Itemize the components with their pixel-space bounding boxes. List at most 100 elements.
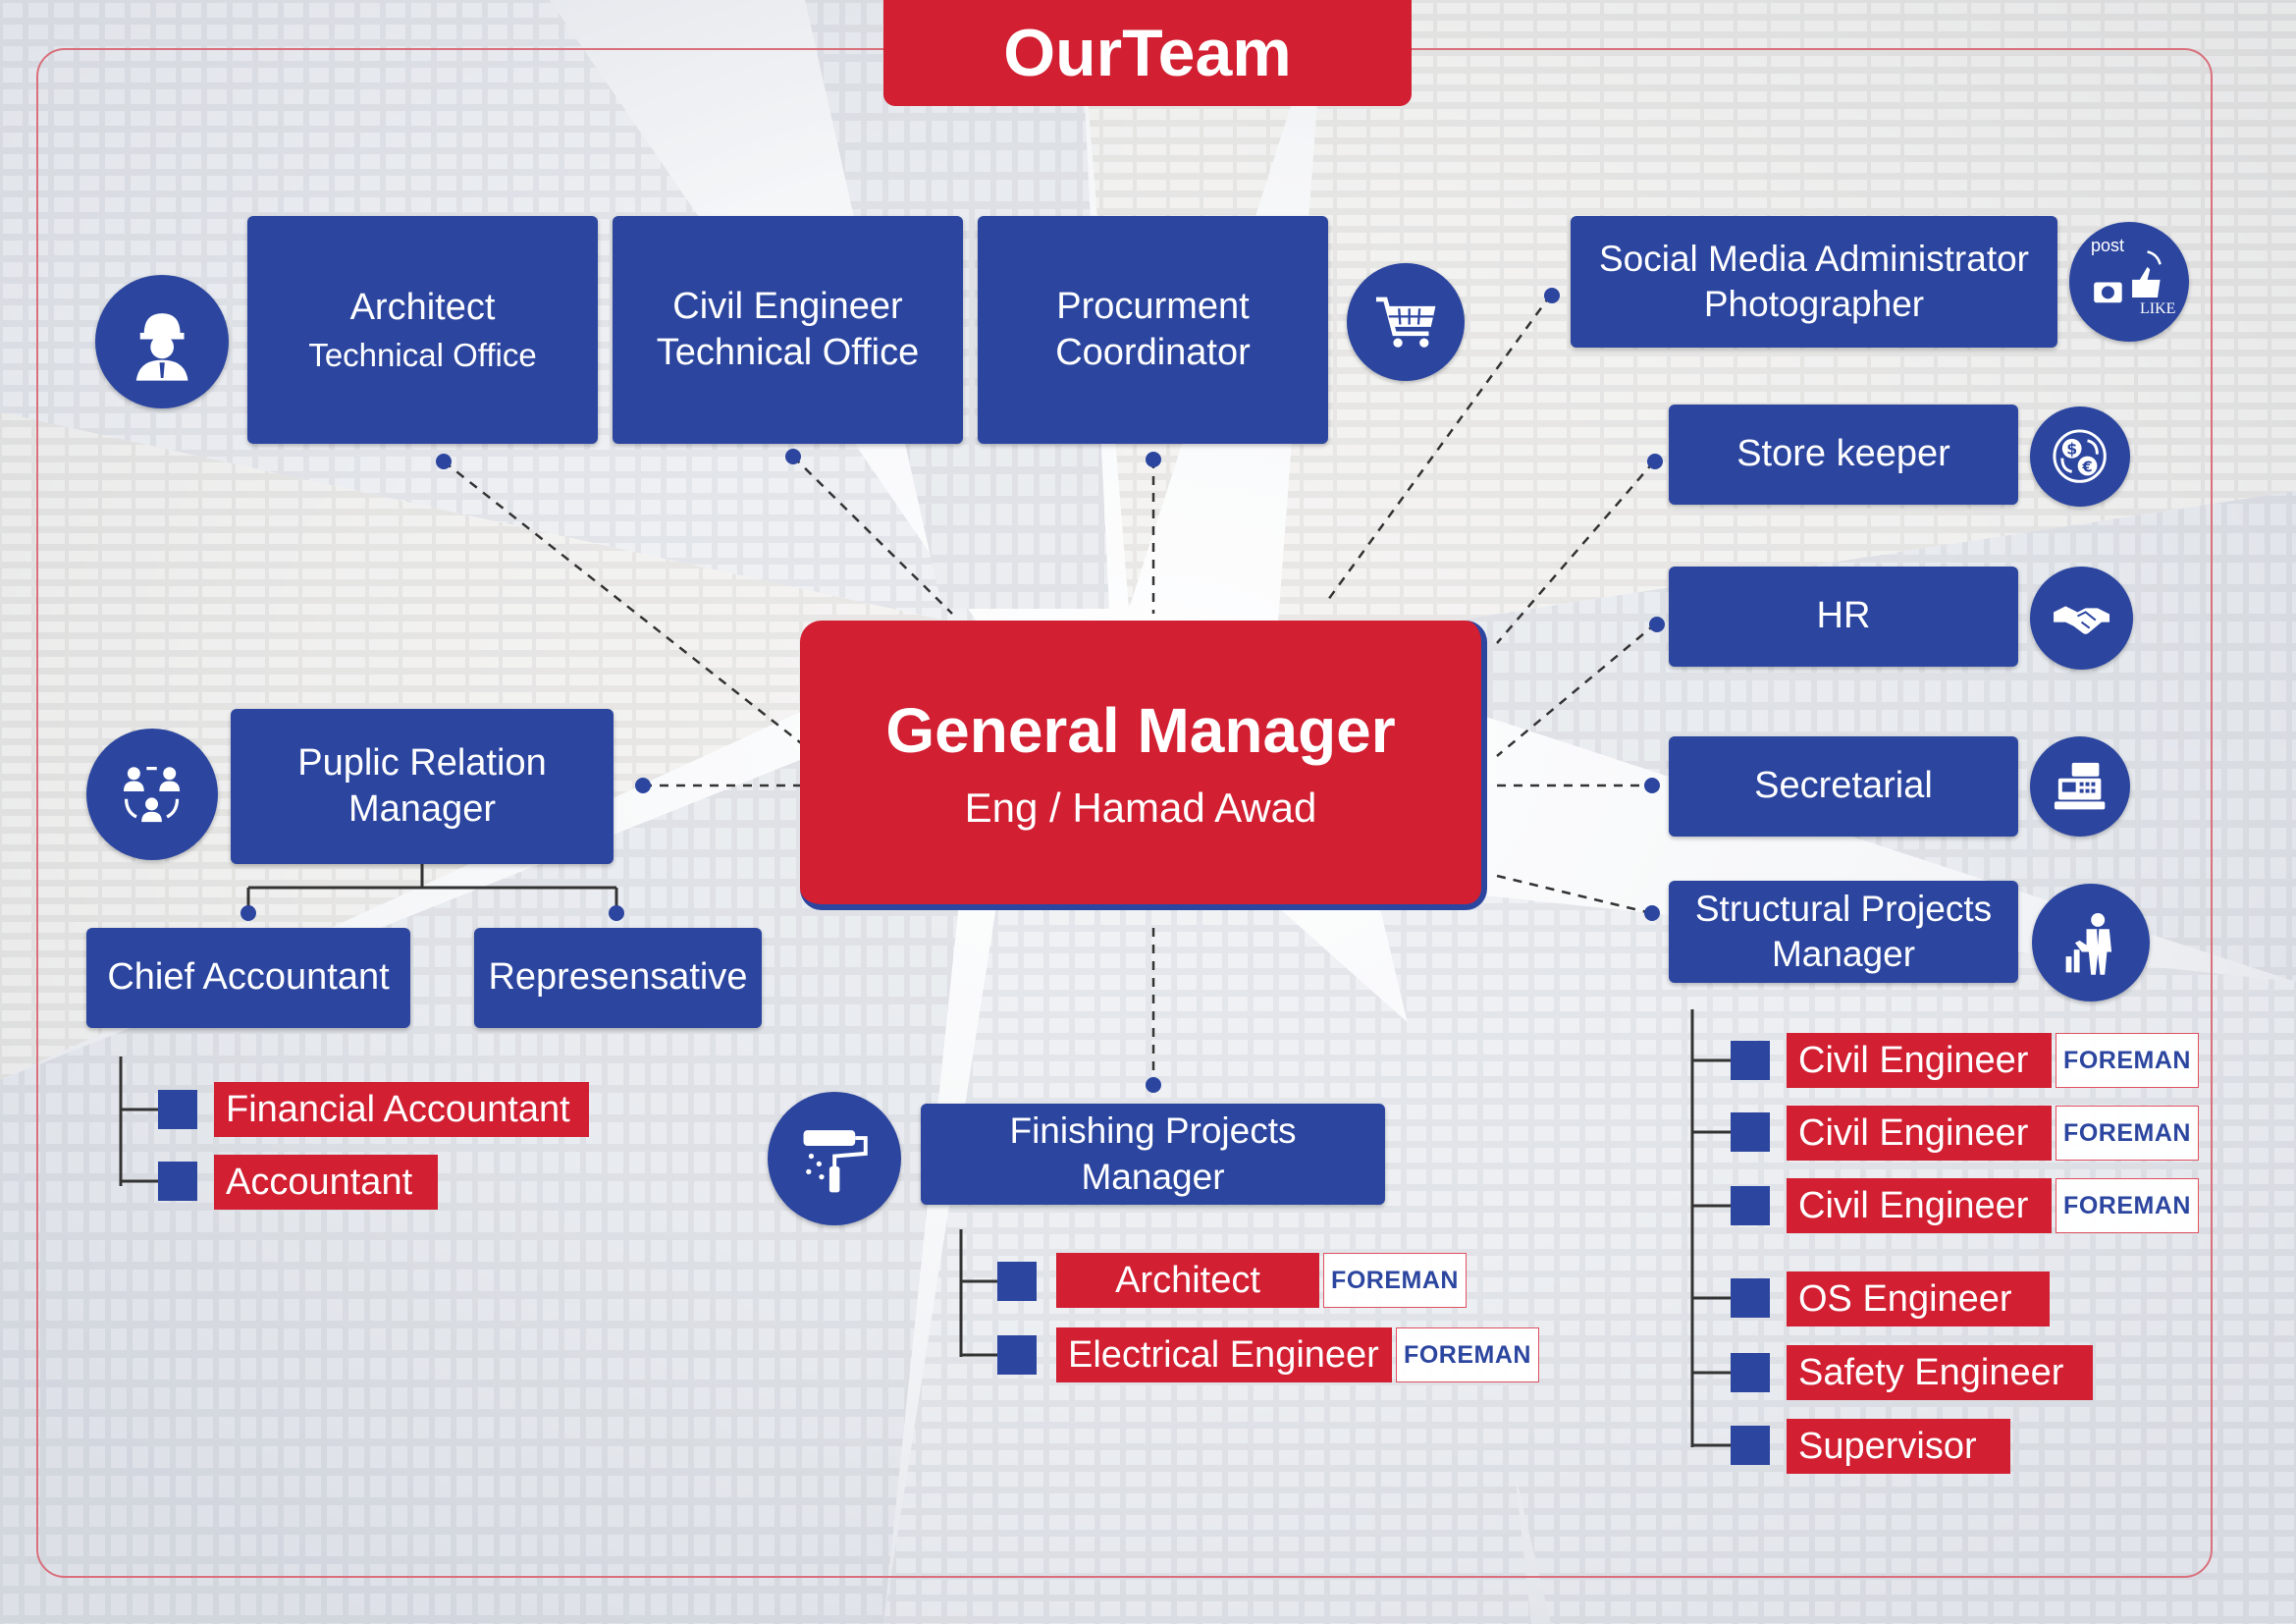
cash-register-icon bbox=[2030, 736, 2130, 837]
social-like-text: LIKE bbox=[2140, 300, 2176, 317]
bullet-square bbox=[1731, 1041, 1770, 1080]
foreman-text: FOREMAN bbox=[2063, 1046, 2191, 1074]
structural-role: Safety Engineer bbox=[1798, 1351, 2064, 1393]
structural-role: OS Engineer bbox=[1798, 1277, 2012, 1320]
connector-dot bbox=[1647, 454, 1663, 469]
structural-team-member: Civil Engineer bbox=[1787, 1033, 2052, 1088]
chief-accountant-label: Chief Accountant bbox=[107, 956, 390, 999]
secretarial-label: Secretarial bbox=[1754, 765, 1933, 807]
svg-text:€: € bbox=[2082, 460, 2093, 476]
people-cycle-icon bbox=[86, 729, 218, 860]
foreman-text: FOREMAN bbox=[1331, 1266, 1459, 1294]
structural-subtitle: Manager bbox=[1771, 934, 1916, 974]
public-relation-title: Puplic Relation bbox=[297, 741, 547, 784]
finishing-title: Finishing Projects bbox=[1009, 1110, 1297, 1152]
foreman-badge: FOREMAN bbox=[2056, 1033, 2199, 1088]
public-relation-subtitle: Manager bbox=[348, 788, 496, 830]
finishing-projects-manager-box[interactable]: Finishing Projects Manager bbox=[921, 1104, 1385, 1205]
structural-projects-manager-box[interactable]: Structural Projects Manager bbox=[1669, 881, 2018, 983]
finishing-role: Electrical Engineer bbox=[1068, 1333, 1379, 1376]
social-media-box[interactable]: Social Media Administrator Photographer bbox=[1571, 216, 2057, 348]
social-media-icon: post LIKE bbox=[2069, 222, 2189, 342]
finishing-team-member: Electrical Engineer bbox=[1056, 1327, 1392, 1382]
foreman-text: FOREMAN bbox=[2063, 1191, 2191, 1219]
handshake-icon bbox=[2030, 567, 2133, 670]
foreman-text: FOREMAN bbox=[1404, 1340, 1531, 1369]
connector-dot bbox=[609, 905, 624, 921]
structural-team-member: Civil Engineer bbox=[1787, 1106, 2052, 1161]
businessman-chart-icon bbox=[2032, 884, 2150, 1001]
bullet-square bbox=[997, 1262, 1037, 1301]
general-manager-title: General Manager bbox=[885, 694, 1396, 766]
accounting-role: Financial Accountant bbox=[226, 1088, 570, 1130]
procurement-coordinator-box[interactable]: Procurment Coordinator bbox=[978, 216, 1328, 444]
foreman-badge: FOREMAN bbox=[1396, 1327, 1539, 1382]
foreman-badge: FOREMAN bbox=[2056, 1106, 2199, 1161]
store-keeper-label: Store keeper bbox=[1736, 433, 1950, 475]
page-title: OurTeam bbox=[883, 0, 1412, 106]
chief-accountant-box[interactable]: Chief Accountant bbox=[86, 928, 410, 1028]
bullet-square bbox=[1731, 1278, 1770, 1318]
foreman-badge: FOREMAN bbox=[1323, 1253, 1467, 1308]
structural-team-member: OS Engineer bbox=[1787, 1272, 2050, 1326]
svg-text:$: $ bbox=[2067, 440, 2078, 459]
finishing-role: Architect bbox=[1115, 1259, 1260, 1301]
foreman-text: FOREMAN bbox=[2063, 1118, 2191, 1147]
representative-box[interactable]: Represensative bbox=[474, 928, 762, 1028]
social-post-text: post bbox=[2091, 236, 2125, 255]
foreman-badge: FOREMAN bbox=[2056, 1178, 2199, 1233]
accounting-team-member: Accountant bbox=[214, 1155, 438, 1210]
hr-label: HR bbox=[1816, 595, 1871, 637]
hr-box[interactable]: HR bbox=[1669, 567, 2018, 667]
engineer-hardhat-icon bbox=[95, 275, 229, 408]
bullet-square bbox=[997, 1335, 1037, 1375]
accounting-role: Accountant bbox=[226, 1161, 413, 1203]
structural-role: Civil Engineer bbox=[1798, 1111, 2029, 1154]
connector-dot bbox=[1649, 617, 1665, 632]
connector-dot bbox=[1146, 452, 1161, 467]
structural-role: Civil Engineer bbox=[1798, 1039, 2029, 1081]
connector-dot bbox=[436, 454, 452, 469]
general-manager-box[interactable]: General Manager Eng / Hamad Awad bbox=[800, 621, 1487, 910]
photographer-title: Photographer bbox=[1703, 284, 1925, 324]
social-media-title: Social Media Administrator bbox=[1598, 238, 2030, 279]
finishing-subtitle: Manager bbox=[1081, 1156, 1225, 1197]
bullet-square bbox=[158, 1090, 197, 1129]
procurement-subtitle: Coordinator bbox=[1055, 332, 1251, 373]
structural-team-member: Safety Engineer bbox=[1787, 1345, 2093, 1400]
shopping-cart-icon bbox=[1347, 263, 1465, 381]
structural-team-member: Civil Engineer bbox=[1787, 1178, 2052, 1233]
civil-engineer-technical-office-box[interactable]: Civil Engineer Technical Office bbox=[613, 216, 963, 444]
bullet-square bbox=[1731, 1426, 1770, 1465]
structural-team-member: Supervisor bbox=[1787, 1419, 2010, 1474]
civil-subtitle: Technical Office bbox=[656, 332, 920, 373]
procurement-title: Procurment bbox=[1056, 285, 1250, 327]
bullet-square bbox=[158, 1162, 197, 1201]
general-manager-name: Eng / Hamad Awad bbox=[964, 784, 1317, 831]
connector-dot bbox=[635, 778, 651, 793]
connector-dot bbox=[240, 905, 256, 921]
connector-dot bbox=[1644, 778, 1660, 793]
public-relation-manager-box[interactable]: Puplic Relation Manager bbox=[231, 709, 614, 864]
store-keeper-box[interactable]: Store keeper bbox=[1669, 405, 2018, 505]
bullet-square bbox=[1731, 1186, 1770, 1225]
representative-label: Represensative bbox=[488, 956, 748, 999]
bullet-square bbox=[1731, 1112, 1770, 1152]
paint-roller-icon bbox=[768, 1092, 901, 1225]
connector-dot bbox=[785, 449, 801, 464]
accounting-team-member: Financial Accountant bbox=[214, 1082, 589, 1137]
structural-title: Structural Projects bbox=[1694, 888, 1993, 929]
finishing-team-member: Architect bbox=[1056, 1253, 1319, 1308]
secretarial-box[interactable]: Secretarial bbox=[1669, 736, 2018, 837]
structural-role: Civil Engineer bbox=[1798, 1184, 2029, 1226]
connector-dot bbox=[1644, 905, 1660, 921]
connector-dot bbox=[1544, 288, 1560, 303]
connector-dot bbox=[1146, 1077, 1161, 1093]
civil-title: Civil Engineer bbox=[672, 285, 903, 327]
architect-title: Architect bbox=[349, 286, 496, 328]
architect-technical-office-box[interactable]: Architect Technical Office bbox=[247, 216, 598, 444]
bullet-square bbox=[1731, 1353, 1770, 1392]
architect-subtitle: Technical Office bbox=[308, 337, 537, 374]
currency-exchange-icon: $€ bbox=[2030, 406, 2130, 507]
structural-role: Supervisor bbox=[1798, 1425, 1977, 1467]
